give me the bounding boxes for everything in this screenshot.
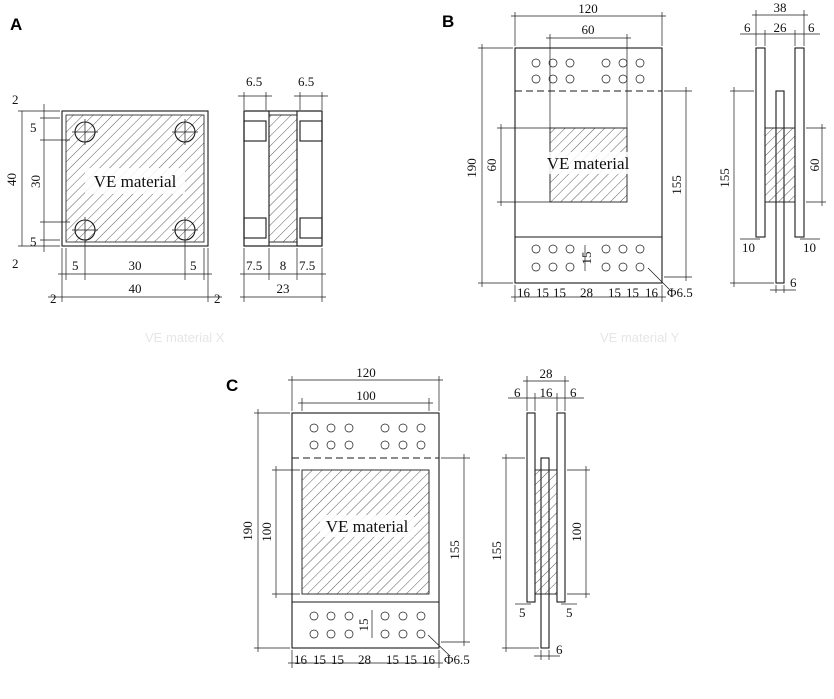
panel-c-dims xyxy=(254,376,470,668)
dim: 190 xyxy=(240,521,255,541)
dim: 6.5 xyxy=(298,74,314,89)
dim: 155 xyxy=(489,541,504,561)
dim: 15 xyxy=(536,285,549,300)
dim: 6 xyxy=(556,642,563,657)
dim: 100 xyxy=(259,522,274,542)
dim: 155 xyxy=(717,168,732,188)
panel-b-bolt-holes xyxy=(531,58,645,272)
dim: 5 xyxy=(72,258,79,273)
dim: 6 xyxy=(744,20,751,35)
dim: 6 xyxy=(570,385,577,400)
dim: 15 xyxy=(608,285,621,300)
dim: 15 xyxy=(579,252,594,265)
dim: 15 xyxy=(626,285,639,300)
panel-c-outer-plate xyxy=(291,412,440,649)
dim: 40 xyxy=(4,173,19,186)
faint-caption: VE material X xyxy=(145,330,225,345)
dim: 6.5 xyxy=(246,74,262,89)
dim: 190 xyxy=(464,158,479,178)
panel-b: B VE material xyxy=(442,0,826,302)
dim: 15 xyxy=(313,652,326,667)
dim: Φ6.5 xyxy=(444,652,470,667)
panel-a: A VE material 2 5 30 5 2 40 xyxy=(4,15,328,306)
dim: 23 xyxy=(277,281,290,296)
dim: 5 xyxy=(519,605,526,620)
dim: 2 xyxy=(12,92,19,107)
dim: 2 xyxy=(50,291,57,306)
dim: 10 xyxy=(742,240,755,255)
faint-caption: VE material Y xyxy=(600,330,680,345)
dim: 7.5 xyxy=(246,258,262,273)
panel-a-left-dims xyxy=(18,104,70,252)
dim: 38 xyxy=(774,0,787,15)
panel-a-label: A xyxy=(10,15,22,34)
dim: 2 xyxy=(12,256,19,271)
dim: 28 xyxy=(540,366,553,381)
dim: 60 xyxy=(807,159,822,172)
dim: 155 xyxy=(669,175,684,195)
dim: Φ6.5 xyxy=(667,285,693,300)
dim: 5 xyxy=(190,258,197,273)
panel-b-side-view xyxy=(730,10,826,293)
panel-b-outer-plate xyxy=(514,47,663,284)
panel-a-side-view xyxy=(238,92,328,302)
dim: 16 xyxy=(422,652,436,667)
dim: 5 xyxy=(566,605,573,620)
dim: 26 xyxy=(774,20,788,35)
dim: 2 xyxy=(214,291,221,306)
dim: 16 xyxy=(517,285,531,300)
panel-c-bolt-holes xyxy=(309,423,426,639)
dim: 16 xyxy=(540,385,554,400)
dim: 5 xyxy=(30,120,37,135)
dim: 120 xyxy=(578,1,598,16)
dim: 15 xyxy=(356,619,371,632)
dim: 60 xyxy=(582,22,595,37)
panel-a-plate xyxy=(61,110,209,247)
panel-c-side-view xyxy=(502,376,590,660)
dim: 30 xyxy=(129,258,142,273)
dim: 40 xyxy=(129,281,142,296)
dim: 16 xyxy=(645,285,659,300)
panel-c-label: C xyxy=(226,376,238,395)
dim: 15 xyxy=(386,652,399,667)
dim: 6 xyxy=(514,385,521,400)
panel-a-material-label: VE material xyxy=(94,172,177,191)
panel-b-dims xyxy=(478,12,692,302)
dim: 120 xyxy=(356,365,376,380)
panel-b-label: B xyxy=(442,12,454,31)
dim: 15 xyxy=(553,285,566,300)
dim: 30 xyxy=(28,175,43,188)
dim: 100 xyxy=(356,388,376,403)
panel-c: C VE material xyxy=(226,365,590,668)
dim: 6 xyxy=(790,275,797,290)
dim: 10 xyxy=(803,240,816,255)
panel-b-material-label: VE material xyxy=(547,154,630,173)
dim: 16 xyxy=(294,652,308,667)
dim: 15 xyxy=(404,652,417,667)
panel-a-bolt-holes xyxy=(72,119,198,243)
dim: 5 xyxy=(30,234,37,249)
dim: 100 xyxy=(569,522,584,542)
panel-c-material-label: VE material xyxy=(326,517,409,536)
dim: 8 xyxy=(280,258,287,273)
dim: 60 xyxy=(484,159,499,172)
dim: 7.5 xyxy=(299,258,315,273)
dim: 28 xyxy=(358,652,371,667)
dim: 28 xyxy=(580,285,593,300)
dim: 6 xyxy=(808,20,815,35)
dim: 15 xyxy=(331,652,344,667)
dim: 155 xyxy=(447,540,462,560)
panel-a-bottom-dims xyxy=(48,243,222,302)
